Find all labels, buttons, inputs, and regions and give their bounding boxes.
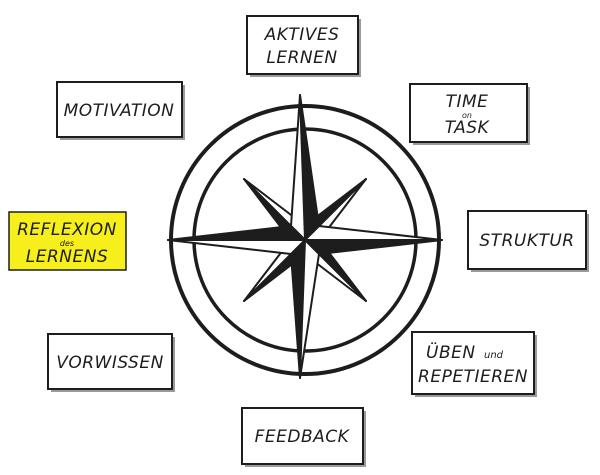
node-reflexion-des-lernens: REFLEXION des LERNENS: [8, 211, 127, 271]
node-label: STRUKTUR: [479, 231, 574, 251]
node-label: MOTIVATION: [64, 101, 175, 121]
node-label: REPETIEREN: [418, 367, 528, 387]
node-label: REFLEXION: [17, 220, 117, 240]
compass-rose-icon: [167, 94, 443, 379]
node-label: TASK: [445, 118, 491, 138]
node-label: ÜBEN: [426, 341, 476, 363]
node-ueben-und-repetieren: ÜBEN und REPETIEREN: [411, 331, 537, 397]
node-label: AKTIVES: [264, 25, 340, 45]
node-aktives-lernen: AKTIVES LERNEN: [246, 15, 361, 77]
node-feedback: FEEDBACK: [241, 407, 366, 467]
node-label-small: des: [60, 239, 74, 248]
node-label: TIME: [446, 92, 489, 112]
node-vorwissen: VORWISSEN: [47, 333, 175, 392]
node-time-on-task: TIME on TASK: [409, 83, 530, 145]
node-label: FEEDBACK: [255, 427, 351, 447]
node-label: LERNEN: [266, 48, 337, 68]
node-motivation: MOTIVATION: [56, 81, 185, 140]
node-label: VORWISSEN: [56, 353, 164, 373]
node-struktur: STRUKTUR: [467, 210, 589, 272]
node-label: LERNENS: [26, 247, 109, 267]
node-label-small: und: [484, 350, 504, 361]
node-label-small: on: [462, 111, 472, 120]
